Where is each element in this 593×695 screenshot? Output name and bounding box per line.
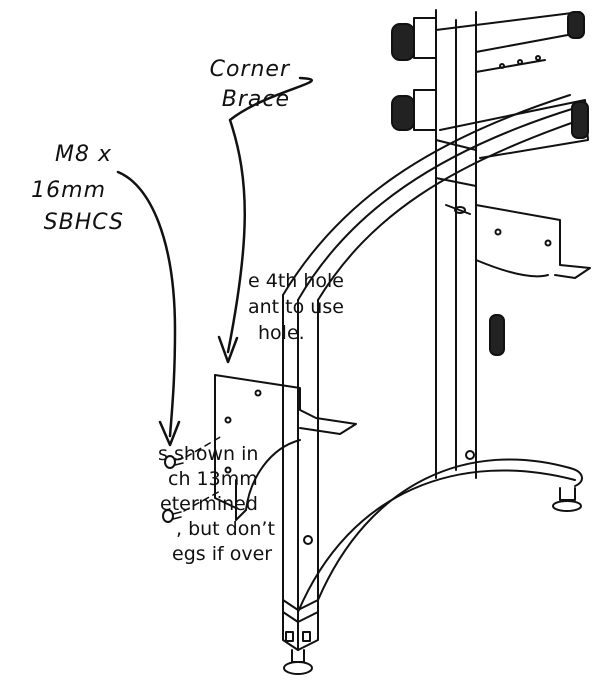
instruction-note-top: e 4th hole ant to use hole. [248, 268, 344, 346]
screw-upper [164, 435, 223, 469]
corner-brace-label-line1: Corner [209, 57, 290, 82]
screw-label-line3: SBHCS [43, 210, 124, 236]
top-knob-left [391, 17, 437, 61]
mid-knob-left [391, 89, 437, 131]
screw-label-line1: M8 x [55, 142, 112, 167]
top-arch [282, 94, 581, 301]
top-knob-right [567, 11, 585, 39]
upper-right-arms [435, 11, 589, 159]
note-line-1: e 4th hole [248, 270, 344, 292]
screw-leader-arrow [116, 170, 181, 447]
right-bracket [475, 204, 591, 356]
note-line-4: s shown in [158, 443, 259, 465]
screw-label: M8 x 16mm SBHCS [0, 142, 126, 236]
lower-foot [297, 450, 583, 613]
note-line-6: etermined [160, 493, 258, 515]
screw-label-line2: 16mm [31, 178, 106, 204]
corner-brace-plate [214, 374, 357, 521]
screw-lower [162, 489, 223, 523]
mid-knob-right [571, 101, 589, 139]
corner-brace-label: Corner Brace [160, 57, 290, 113]
note-line-2: ant to use [248, 296, 344, 318]
note-line-7: , but don’t [176, 518, 275, 540]
corner-brace-label-line2: Brace [221, 87, 290, 113]
corner-brace-leader-arrow [217, 76, 313, 364]
note-line-3: hole. [258, 322, 305, 344]
center-upright [435, 9, 477, 479]
note-line-8: egs if over [172, 543, 273, 565]
left-leg [282, 294, 319, 675]
